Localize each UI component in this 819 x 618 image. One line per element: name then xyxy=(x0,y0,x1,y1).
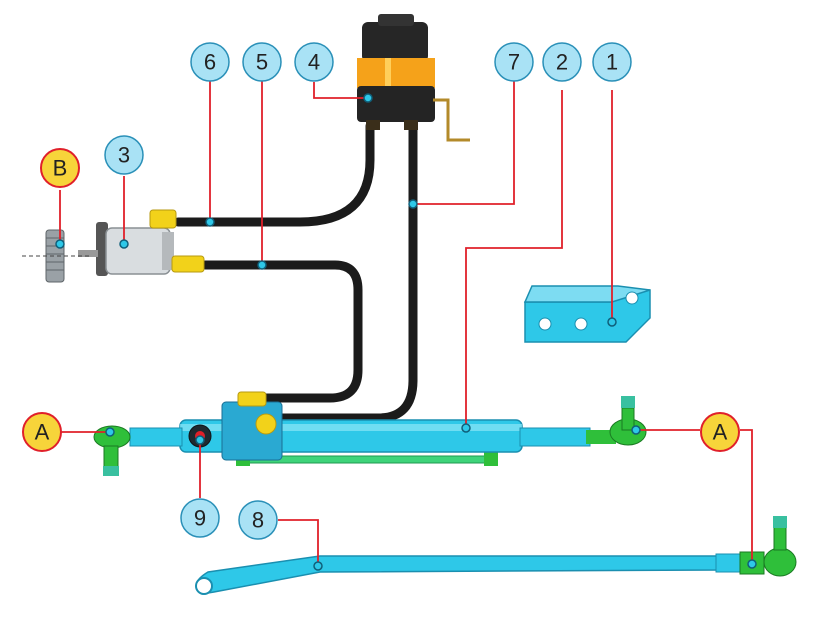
svg-text:3: 3 xyxy=(118,143,130,168)
callout-A-right: A xyxy=(700,412,740,452)
pump xyxy=(78,209,205,276)
leader-8 xyxy=(278,519,319,566)
leader-7 xyxy=(413,80,515,205)
leader-2 xyxy=(465,90,563,428)
svg-text:8: 8 xyxy=(252,508,264,533)
svg-text:4: 4 xyxy=(308,50,320,75)
svg-text:2: 2 xyxy=(556,50,568,75)
callout-2: 2 xyxy=(542,42,582,82)
leader-A-right-2 xyxy=(740,429,753,564)
hoses xyxy=(173,121,418,423)
leader-dots xyxy=(55,93,757,571)
tie-rod xyxy=(195,516,797,595)
callout-4: 4 xyxy=(294,42,334,82)
svg-text:A: A xyxy=(713,420,728,445)
callout-8: 8 xyxy=(238,500,278,540)
hose-5 xyxy=(200,260,363,403)
leader-4 xyxy=(313,82,368,99)
hose-7 xyxy=(267,121,418,423)
callout-9: 9 xyxy=(180,498,220,538)
ball-joint-right xyxy=(609,396,647,446)
svg-text:1: 1 xyxy=(606,50,618,75)
callout-7: 7 xyxy=(494,42,534,82)
reservoir xyxy=(357,14,470,142)
callout-3: 3 xyxy=(104,135,144,175)
callout-B: B xyxy=(40,148,80,188)
svg-text:6: 6 xyxy=(204,50,216,75)
svg-text:7: 7 xyxy=(508,50,520,75)
leader-lines xyxy=(59,80,753,566)
drive-gear xyxy=(22,229,90,283)
svg-text:5: 5 xyxy=(256,50,268,75)
callout-A-left: A xyxy=(22,412,62,452)
svg-text:A: A xyxy=(35,420,50,445)
steering-cylinder xyxy=(129,391,616,466)
hose-6 xyxy=(173,121,375,227)
callout-1: 1 xyxy=(592,42,632,82)
svg-text:9: 9 xyxy=(194,506,206,531)
svg-text:B: B xyxy=(53,156,68,181)
callout-5: 5 xyxy=(242,42,282,82)
bracket xyxy=(523,285,651,343)
callout-6: 6 xyxy=(190,42,230,82)
